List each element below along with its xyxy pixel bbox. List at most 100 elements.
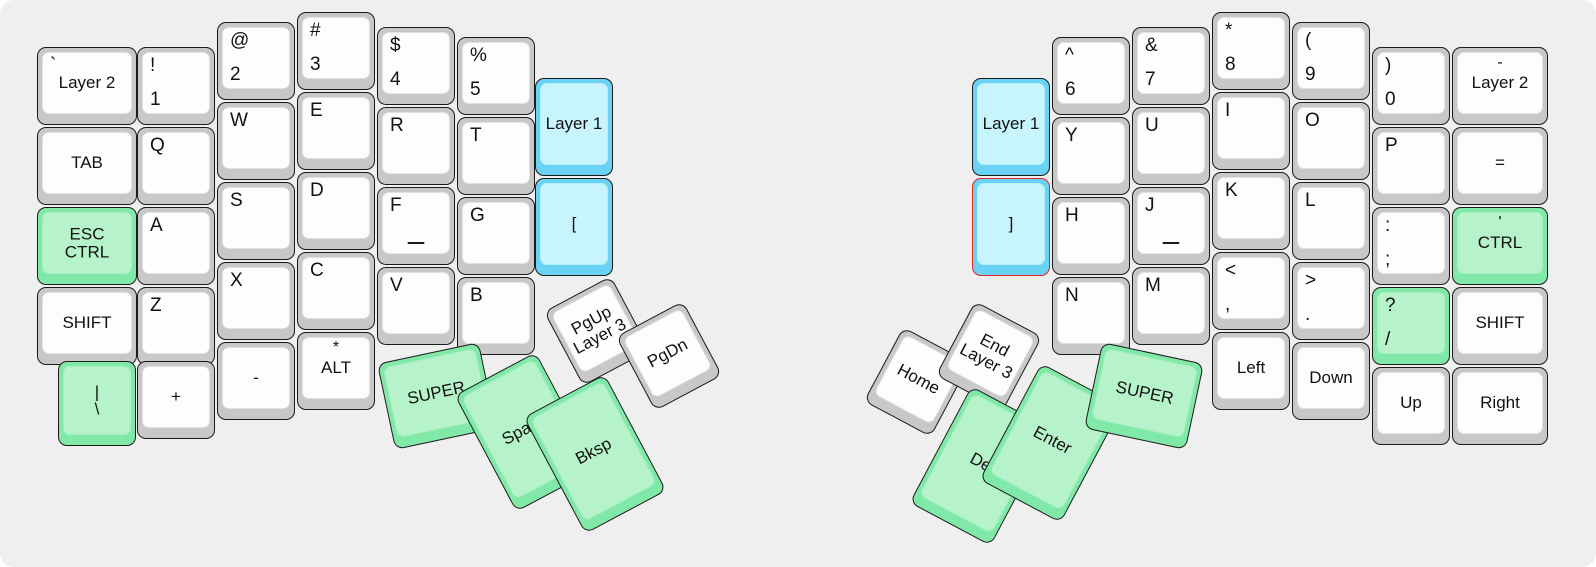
key-p-right-col-pinky-1[interactable]: P [1372, 127, 1450, 205]
key-layer-2-left-col-pinky-outer-0[interactable]: `Layer 2 [37, 47, 137, 125]
key-key-left-col-index-inner-0[interactable]: %5 [457, 37, 535, 115]
keycap-face: R [382, 112, 450, 174]
key-o-right-col-ring-1[interactable]: O [1292, 102, 1370, 180]
key-c-left-col-middle-3[interactable]: C [297, 252, 375, 330]
keycap-legend-top-left: & [1145, 35, 1158, 56]
keycap-face: F [382, 192, 450, 254]
key-key-right-col-thumb-reach-1[interactable]: ] [972, 178, 1050, 276]
keycap-legend-top-left: % [470, 45, 487, 66]
keycap-legend-top-left: W [230, 110, 248, 131]
keycap-legend-line: ESC [69, 224, 105, 244]
key-plus[interactable]: + [137, 361, 215, 439]
keycap-face: L [1297, 187, 1365, 249]
keycap-face: U [1137, 112, 1205, 174]
keycap-legend-top-left: : [1385, 215, 1391, 236]
keycap-legend-top-left: I [1225, 100, 1231, 121]
key-n-right-col-index-inner-3[interactable]: N [1052, 277, 1130, 355]
key-right-right-col-pinky-outer-4[interactable]: Right [1452, 367, 1548, 445]
key-key-right-col-middle-3[interactable]: <, [1212, 252, 1290, 330]
key-d-left-col-middle-2[interactable]: D [297, 172, 375, 250]
key-tab-left-col-pinky-outer-1[interactable]: TAB [37, 127, 137, 205]
keycap-face: Layer 1 [540, 83, 608, 165]
key-b-left-col-index-inner-3[interactable]: B [457, 277, 535, 355]
keycap-face: Z [142, 292, 210, 354]
key-t-left-col-index-inner-1[interactable]: T [457, 117, 535, 195]
key-down-right-col-ring-4[interactable]: Down [1292, 342, 1370, 420]
key-shift-left-col-pinky-outer-3[interactable]: SHIFT [37, 287, 137, 365]
key-key-right-col-pinky-3[interactable]: ?/ [1372, 287, 1450, 365]
key-layer-2-right-col-pinky-outer-0[interactable]: -Layer 2 [1452, 47, 1548, 125]
key-x-left-col-ring-3[interactable]: X [217, 262, 295, 340]
key-j-right-col-index-2[interactable]: J [1132, 187, 1210, 265]
keycap-legend-center: Layer 2 [58, 73, 116, 93]
key-left-right-col-middle-4[interactable]: Left [1212, 332, 1290, 410]
key-layer-1-left-col-thumb-reach-0[interactable]: Layer 1 [535, 78, 613, 176]
keycap-legend-bottom-left: 7 [1145, 69, 1156, 91]
key-key-left-col-middle-0[interactable]: #3 [297, 12, 375, 90]
keycap-face: `Layer 2 [42, 52, 132, 114]
keycap-legend-bottom-left: 8 [1225, 54, 1236, 76]
key-g-left-col-index-inner-2[interactable]: G [457, 197, 535, 275]
key-key-left-col-thumb-reach-1[interactable]: [ [535, 178, 613, 276]
key-layer-1-right-col-thumb-reach-0[interactable]: Layer 1 [972, 78, 1050, 176]
key-y-right-col-index-inner-1[interactable]: Y [1052, 117, 1130, 195]
keycap-face: Up [1377, 372, 1445, 434]
keycap-face: W [222, 107, 290, 169]
key-key-right-col-middle-0[interactable]: *8 [1212, 12, 1290, 90]
keycap-legend-top-left: B [470, 285, 483, 306]
keycap-legend-top-left: V [390, 275, 403, 296]
key-key-right-col-index-0[interactable]: &7 [1132, 27, 1210, 105]
keycap-face: SUPER [1091, 348, 1199, 439]
keycap-face: <, [1217, 257, 1285, 319]
key-key-right-col-ring-3[interactable]: >. [1292, 262, 1370, 340]
key-key-left-col-ring-0[interactable]: @2 [217, 22, 295, 100]
keycap-legend-line: CTRL [64, 242, 110, 261]
keycap-face: *ALT [302, 337, 370, 399]
key-e-left-col-middle-1[interactable]: E [297, 92, 375, 170]
key-key-right-col-index-inner-0[interactable]: ^6 [1052, 37, 1130, 115]
key-k-right-col-middle-2[interactable]: K [1212, 172, 1290, 250]
keycap-legend-top-left: J [1145, 195, 1155, 216]
keycap-face: Left [1217, 337, 1285, 399]
key-m-right-col-index-3[interactable]: M [1132, 267, 1210, 345]
key-s-left-col-ring-2[interactable]: S [217, 182, 295, 260]
key-up-right-col-pinky-4[interactable]: Up [1372, 367, 1450, 445]
key-pipe-backslash[interactable]: |\ [58, 361, 136, 446]
keycap-face: A [142, 212, 210, 274]
key-f-left-col-index-2[interactable]: F [377, 187, 455, 265]
keycap-legend-center: ALT [321, 358, 351, 378]
key-key-right-col-ring-0[interactable]: (9 [1292, 22, 1370, 100]
key-w-left-col-ring-1[interactable]: W [217, 102, 295, 180]
keycap-legend-bottom-left: 5 [470, 79, 481, 101]
key-l-right-col-ring-2[interactable]: L [1292, 182, 1370, 260]
keycap-legend-bottom-left: 1 [150, 89, 161, 111]
key-key-left-col-ring-4[interactable]: - [217, 342, 295, 420]
keycap-face: *8 [1217, 17, 1285, 79]
key-key-left-col-index-0[interactable]: $4 [377, 27, 455, 105]
keycap-face: PgDn [622, 307, 713, 399]
key-key-right-col-pinky-0[interactable]: )0 [1372, 47, 1450, 125]
key-a-left-col-pinky-2[interactable]: A [137, 207, 215, 285]
keycap-face: Q [142, 132, 210, 194]
key-shift-right-col-pinky-outer-3[interactable]: SHIFT [1452, 287, 1548, 365]
key-i-right-col-middle-1[interactable]: I [1212, 92, 1290, 170]
keycap-legend-top-left: @ [230, 30, 250, 51]
key-key-left-col-pinky-0[interactable]: !1 [137, 47, 215, 125]
key-q-left-col-pinky-1[interactable]: Q [137, 127, 215, 205]
key-h-right-col-index-inner-2[interactable]: H [1052, 197, 1130, 275]
keycap-legend-top-left: K [1225, 180, 1238, 201]
key-ctrl-right-col-pinky-outer-2[interactable]: 'CTRL [1452, 207, 1548, 285]
keycap-legend-top-left: ? [1385, 295, 1396, 316]
keycap-legend-top-left: > [1305, 270, 1317, 291]
key-key-right-col-pinky-2[interactable]: :; [1372, 207, 1450, 285]
key-z-left-col-pinky-3[interactable]: Z [137, 287, 215, 365]
key-u-right-col-index-1[interactable]: U [1132, 107, 1210, 185]
key-v-left-col-index-3[interactable]: V [377, 267, 455, 345]
key-key-right-col-pinky-outer-1[interactable]: = [1452, 127, 1548, 205]
keycap-legend-top-left: L [1305, 190, 1316, 211]
key-alt-left-col-middle-4[interactable]: *ALT [297, 332, 375, 410]
keycap-face: [ [540, 183, 608, 265]
key-r-left-col-index-1[interactable]: R [377, 107, 455, 185]
